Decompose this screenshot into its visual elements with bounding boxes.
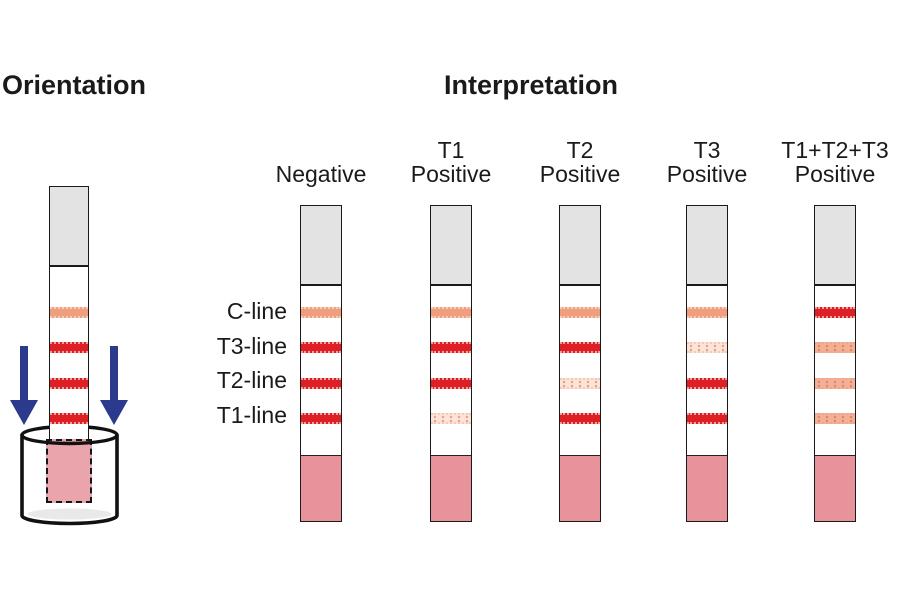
- column-header-line: Positive: [410, 161, 492, 187]
- test-strip-negative: [300, 205, 342, 522]
- wick-pad: [687, 206, 727, 286]
- sample-pad: [560, 455, 600, 521]
- test-strip-line-control: [301, 307, 341, 318]
- orientation-title: Orientation: [2, 70, 147, 100]
- column-header-line: T3: [693, 137, 721, 163]
- wick-pad: [815, 206, 855, 286]
- column-header-line: Negative: [275, 161, 367, 187]
- sample-pad-in-cup: [46, 439, 92, 503]
- test-strip-line-weak: [815, 378, 855, 389]
- test-strip-line-strong: [50, 342, 88, 353]
- test-strip-t3-positive: [686, 205, 728, 522]
- test-strip-line-strong: [301, 378, 341, 389]
- test-strip-line-strong: [50, 378, 88, 389]
- test-strip-line-faint: [431, 413, 471, 424]
- test-strip-t1-t2-t3-positive: [814, 205, 856, 522]
- column-header-line: Positive: [539, 161, 621, 187]
- down-arrow-icon: [10, 346, 38, 425]
- column-header-line: Positive: [666, 161, 748, 187]
- test-strip-line-strong: [431, 378, 471, 389]
- column-header-line: T1+T2+T3: [781, 137, 889, 163]
- test-strip-line-strong: [560, 413, 600, 424]
- sample-pad: [687, 455, 727, 521]
- test-strip-line-weak: [815, 413, 855, 424]
- test-strip-line-faint: [687, 342, 727, 353]
- column-header-negative: Negative: [276, 132, 367, 186]
- test-strip-line-faint: [560, 378, 600, 389]
- test-strip-line-weak: [815, 342, 855, 353]
- row-label-t3-line: T3-line: [216, 333, 287, 359]
- sample-pad: [301, 455, 341, 521]
- test-strip-line-strong: [431, 342, 471, 353]
- test-strip-line-strong: [301, 342, 341, 353]
- wick-pad: [560, 206, 600, 286]
- down-arrow-icon: [100, 346, 128, 425]
- interpretation-title: Interpretation: [443, 70, 619, 100]
- test-strip-line-strong: [50, 413, 88, 424]
- test-strip-line-control: [431, 307, 471, 318]
- column-header-line: Positive: [794, 161, 876, 187]
- column-header-line: T2: [566, 137, 594, 163]
- test-strip-line-strong: [687, 378, 727, 389]
- test-strip-t1-positive: [430, 205, 472, 522]
- sample-pad: [431, 455, 471, 521]
- dip-test-strip: [49, 186, 89, 442]
- row-label-t1-line: T1-line: [216, 402, 287, 428]
- row-label-c-line: C-line: [226, 298, 287, 324]
- wick-pad: [301, 206, 341, 286]
- column-header-line: T1: [437, 137, 465, 163]
- test-strip-line-control: [687, 307, 727, 318]
- row-label-t2-line: T2-line: [216, 367, 287, 393]
- test-strip-line-control: [560, 307, 600, 318]
- test-strip-line-strong: [560, 342, 600, 353]
- test-strip-line-control: [50, 307, 88, 318]
- test-strip-line-strong: [815, 307, 855, 318]
- test-strip-t2-positive: [559, 205, 601, 522]
- test-strip-line-strong: [687, 413, 727, 424]
- test-strip-line-strong: [301, 413, 341, 424]
- wick-pad: [431, 206, 471, 286]
- wick-pad: [50, 187, 88, 267]
- sample-pad: [815, 455, 855, 521]
